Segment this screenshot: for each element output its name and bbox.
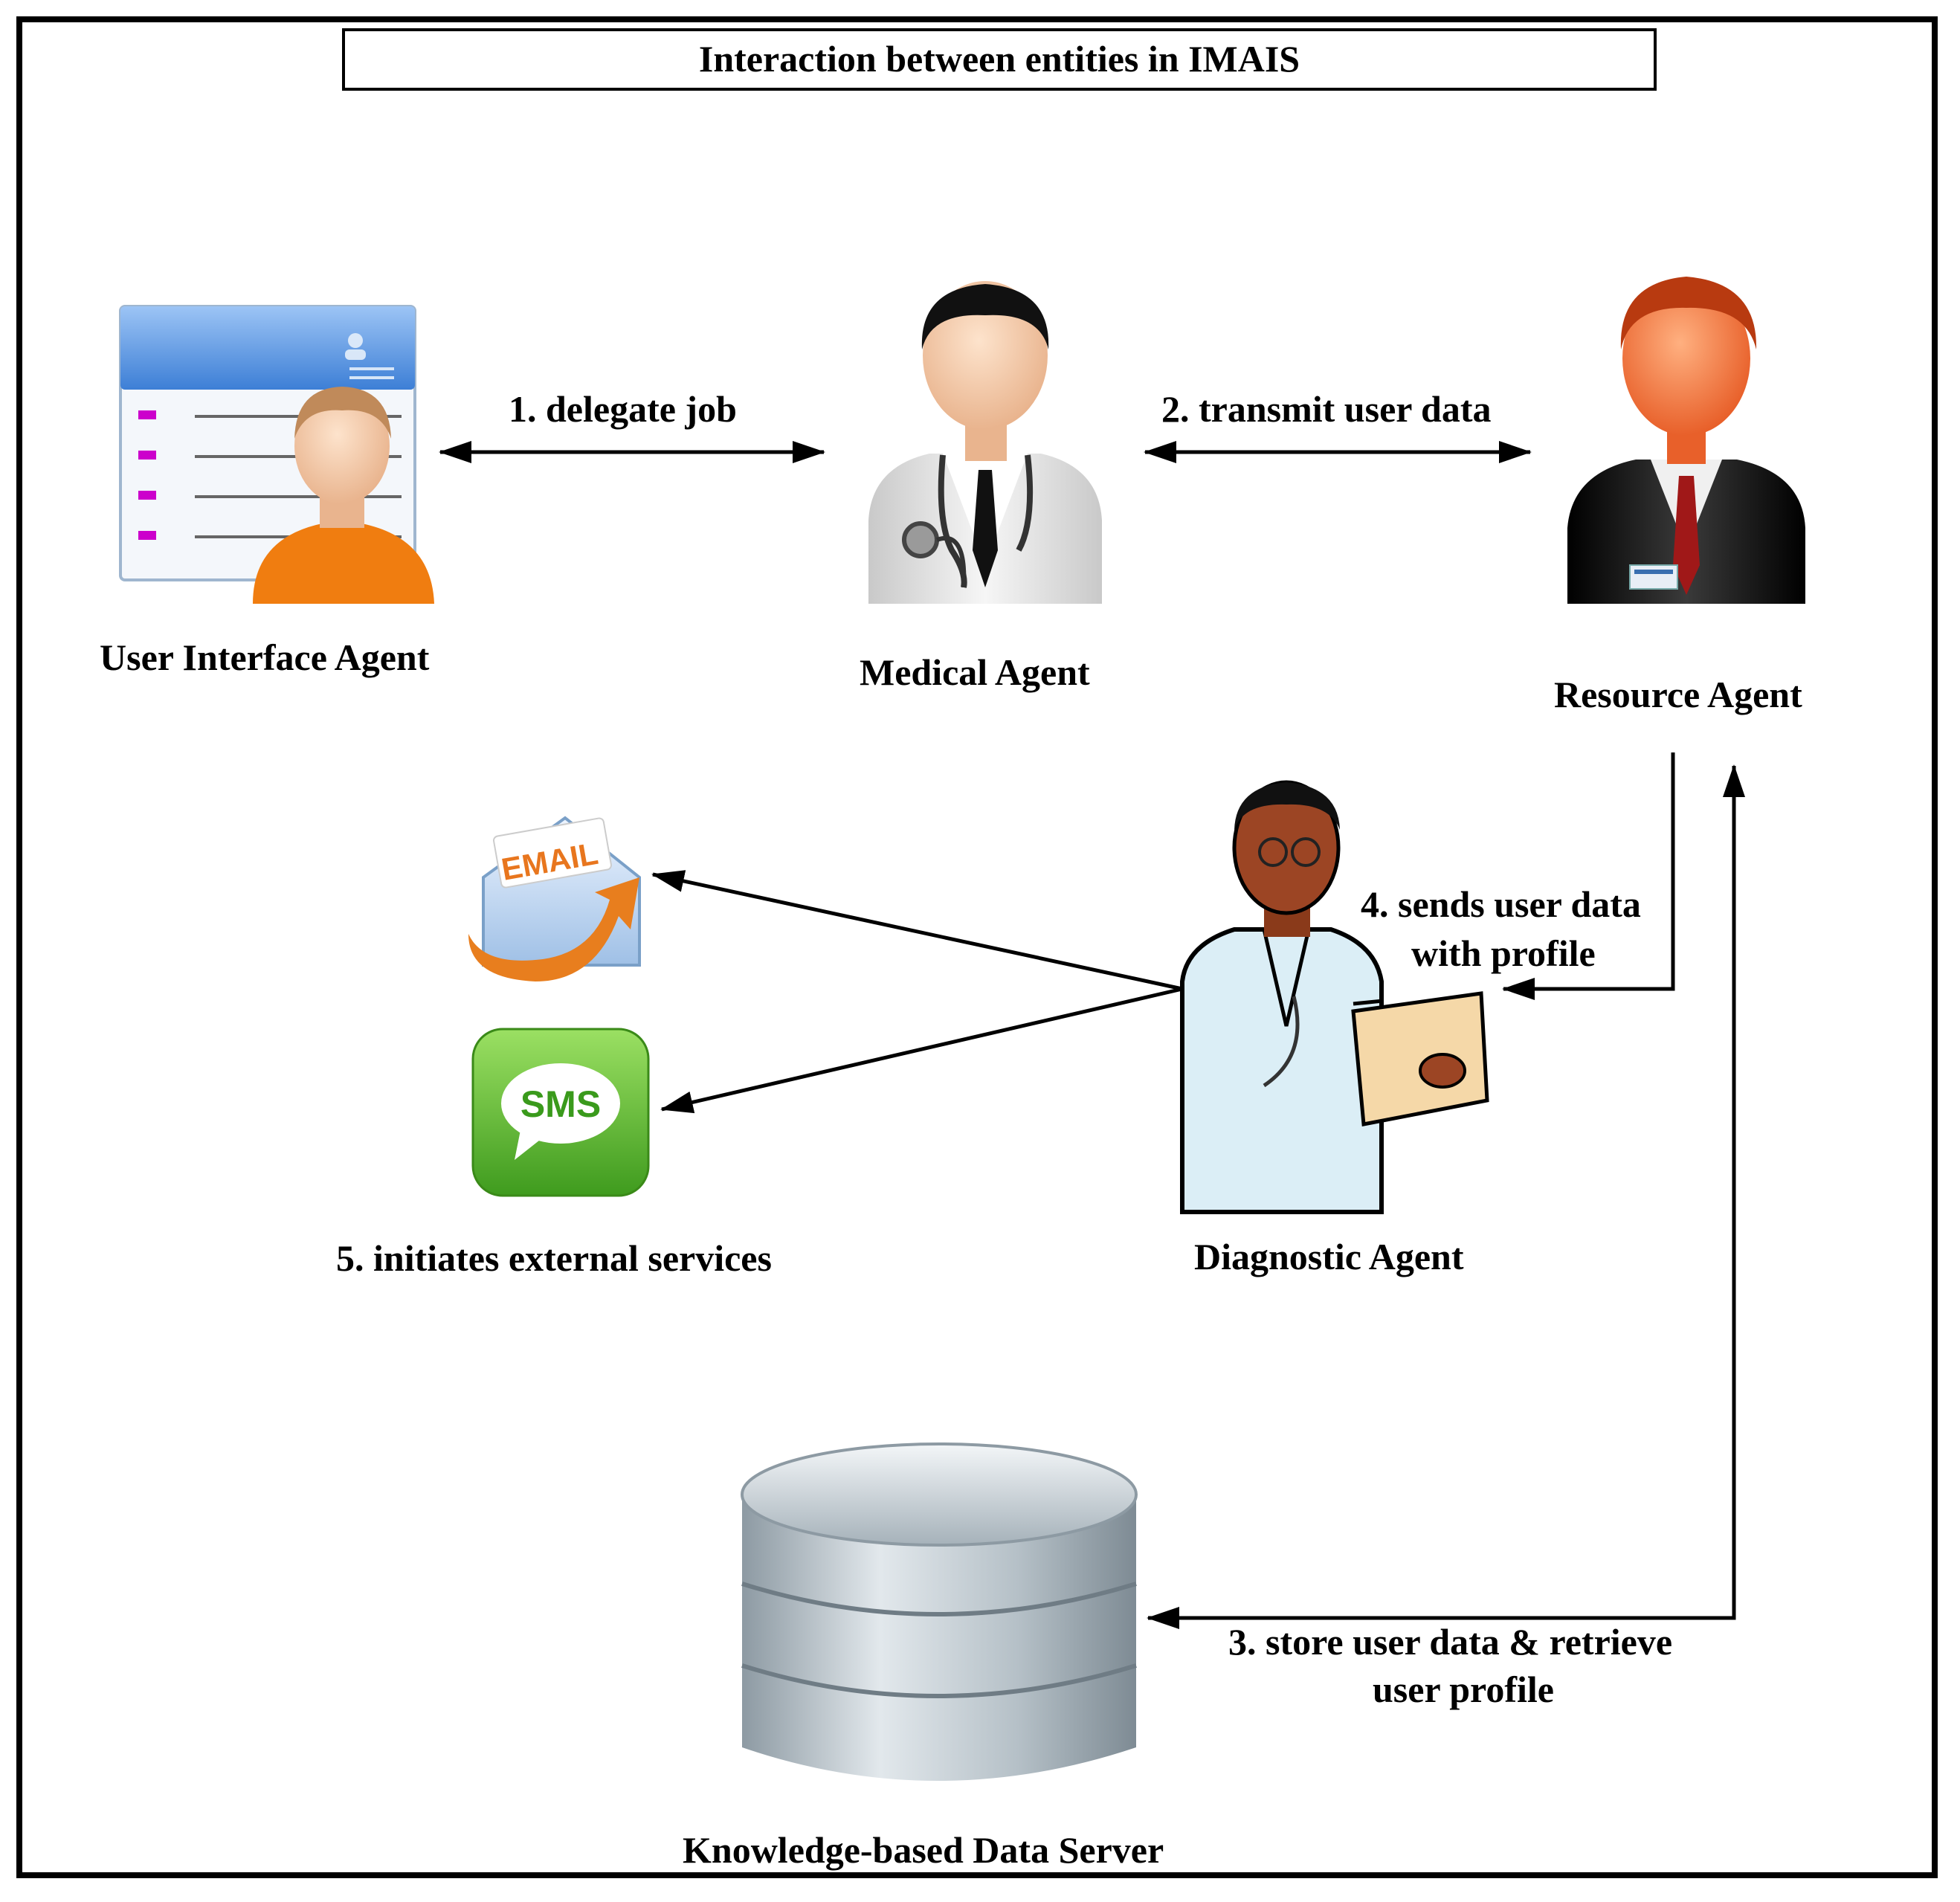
label-data-server: Knowledge-based Data Server bbox=[683, 1829, 1164, 1871]
diagram-title: Interaction between entities in IMAIS bbox=[698, 38, 1300, 80]
sms-icon-label: SMS bbox=[520, 1083, 601, 1125]
edge-store-retrieve bbox=[1147, 764, 1745, 1629]
resource-agent-icon bbox=[1567, 277, 1805, 604]
label-medical-agent: Medical Agent bbox=[860, 651, 1090, 693]
edge-to-sms bbox=[660, 987, 1183, 1114]
label-delegate-job: 1. delegate job bbox=[509, 388, 737, 430]
label-initiates-external-services: 5. initiates external services bbox=[336, 1237, 772, 1279]
label-sends-user-data-line1: 4. sends user data bbox=[1361, 883, 1641, 925]
label-store-retrieve-line1: 3. store user data & retrieve bbox=[1228, 1621, 1673, 1663]
label-user-interface-agent: User Interface Agent bbox=[100, 636, 430, 678]
edge-to-email bbox=[651, 870, 1183, 991]
database-icon bbox=[741, 1442, 1138, 1781]
user-interface-agent-icon bbox=[119, 305, 434, 604]
label-resource-agent: Resource Agent bbox=[1554, 674, 1802, 715]
medical-agent-icon bbox=[868, 281, 1102, 604]
sms-icon: SMS bbox=[471, 1028, 650, 1197]
label-diagnostic-agent: Diagnostic Agent bbox=[1194, 1236, 1464, 1277]
label-transmit-user-data: 2. transmit user data bbox=[1161, 388, 1492, 430]
label-store-retrieve-line2: user profile bbox=[1373, 1669, 1554, 1710]
diagnostic-agent-icon bbox=[1180, 780, 1489, 1214]
title-box: Interaction between entities in IMAIS bbox=[342, 28, 1657, 91]
label-sends-user-data-line2: with profile bbox=[1411, 932, 1596, 974]
email-icon: EMAIL bbox=[468, 816, 641, 981]
diagram-frame bbox=[16, 16, 1938, 1878]
